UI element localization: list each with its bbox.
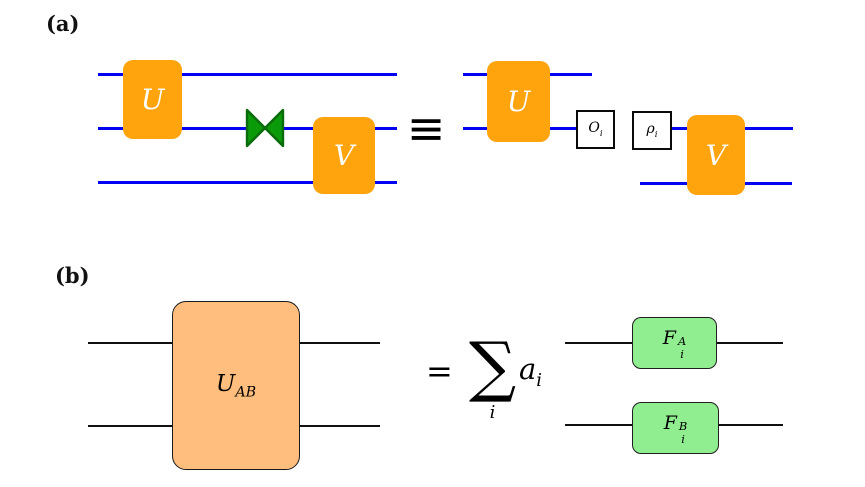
wire-b1-left	[88, 342, 172, 345]
gate-fb-base: F	[663, 412, 677, 435]
coeff-base: a	[519, 352, 537, 386]
gate-u-left-label: U	[140, 83, 165, 116]
state-label: ρi	[646, 121, 657, 140]
state-sub: i	[654, 129, 658, 140]
quantum-wire-a3	[98, 181, 397, 184]
gate-v-right-label: V	[705, 138, 727, 172]
wire-b1-right	[298, 342, 380, 345]
quantum-wire-a1	[98, 73, 397, 76]
gate-fa-base: F	[662, 327, 676, 350]
observable-box: Oi	[576, 110, 615, 149]
gate-uab-label: UAB	[216, 371, 256, 401]
gate-fa-sup: A	[677, 334, 687, 349]
wire-b2-right	[298, 425, 380, 428]
wire-b2-left	[88, 425, 172, 428]
sum-symbol: ∑ i	[469, 328, 517, 423]
equiv-symbol: ≡	[406, 101, 446, 155]
sum-index: i	[489, 401, 496, 423]
state-box: ρi	[632, 111, 672, 150]
panel-b-label: (b)	[55, 263, 90, 288]
panel-a-label: (a)	[46, 11, 80, 36]
observable-sub: i	[599, 128, 603, 139]
bowtie-icon	[245, 108, 285, 148]
gate-u-left: U	[123, 60, 182, 139]
equals-symbol: =	[426, 352, 453, 390]
gate-uab: UAB	[172, 301, 300, 470]
gate-v-left-label: V	[333, 139, 355, 172]
gate-v-left: V	[313, 117, 375, 194]
state-base: ρ	[646, 121, 655, 138]
gate-v-right: V	[687, 115, 745, 195]
coefficient-a-i: ai	[519, 355, 542, 390]
sigma-glyph: ∑	[469, 328, 517, 405]
gate-u-right-label: U	[506, 85, 531, 118]
gate-fb-sub: i	[681, 431, 685, 446]
observable-base: O	[588, 120, 600, 137]
gate-fb-sup: B	[678, 419, 688, 434]
coeff-sub: i	[536, 369, 543, 391]
gate-uab-base: U	[215, 370, 236, 397]
gate-u-right: U	[487, 61, 550, 142]
gate-uab-sub: AB	[235, 384, 257, 401]
observable-label: Oi	[588, 120, 602, 139]
gate-fa-sub: i	[680, 346, 684, 361]
